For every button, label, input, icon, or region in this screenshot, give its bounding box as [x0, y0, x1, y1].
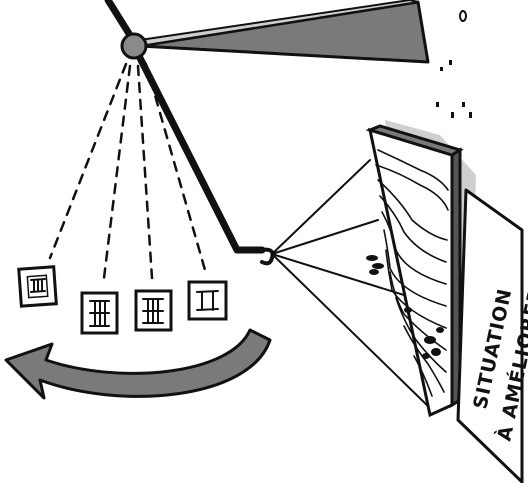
- sign: SITUATION À AMÉLIORER: [456, 188, 528, 483]
- dashed-strings: [48, 62, 207, 280]
- card-1: [17, 265, 58, 308]
- falling-marks: [436, 10, 472, 118]
- wedge-blade: [138, 0, 430, 64]
- curved-arrow: [4, 328, 272, 400]
- arm-lower: [134, 50, 266, 254]
- card-4: [187, 280, 228, 321]
- card-2: [80, 291, 119, 335]
- board: [365, 124, 464, 418]
- hook: [260, 247, 275, 266]
- card-3: [134, 289, 173, 332]
- arm-upper: [104, 0, 137, 44]
- pivot-joint: [120, 32, 148, 60]
